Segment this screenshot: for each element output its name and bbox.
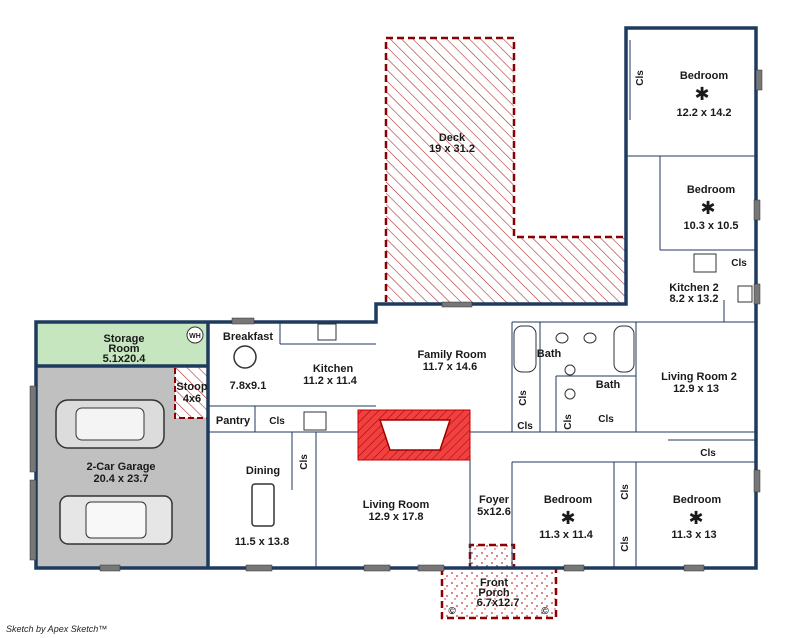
closet-label: Cls (731, 258, 747, 269)
interior-walls (208, 40, 756, 568)
closet-label: Cls (563, 414, 574, 430)
room-name-bath-2: Bath (596, 379, 621, 391)
ceiling-fan-icon: ✱ (560, 508, 575, 528)
room-name-living: Living Room (363, 499, 430, 511)
closet-label: Cls (700, 448, 716, 459)
room-dims-kitchen-2: 8.2 x 13.2 (670, 293, 719, 305)
room-name-front-porch-2: Porch (478, 587, 509, 599)
room-dims-bedroom-1: 12.2 x 14.2 (676, 107, 731, 119)
table-icon (251, 483, 275, 527)
room-dims-dining: 11.5 x 13.8 (235, 536, 289, 548)
closet-label: Cls (598, 414, 614, 425)
sink-icon (317, 323, 337, 341)
room-dims-bedroom-3: 11.3 x 11.4 (539, 529, 594, 541)
room-labels: Deck 19 x 31.2 Bedroom 12.2 x 14.2 Bedro… (86, 70, 738, 609)
room-name-family: Family Room (417, 349, 486, 361)
room-dims-deck: 19 x 31.2 (429, 143, 475, 155)
deck-area (384, 36, 628, 306)
bathtub-icon (513, 325, 537, 373)
room-name-bedroom-2: Bedroom (687, 184, 736, 196)
room-name-foyer: Foyer (479, 494, 510, 506)
ceiling-fan-icon: ✱ (700, 198, 715, 218)
room-name-deck: Deck (439, 132, 466, 144)
room-name-bedroom-1: Bedroom (680, 70, 729, 82)
column-icon: © (541, 606, 549, 617)
car-icon-bottom (59, 495, 173, 545)
room-name-breakfast: Breakfast (223, 331, 273, 343)
room-name-storage: Storage (104, 333, 145, 345)
room-dims-kitchen: 11.2 x 11.4 (303, 375, 358, 387)
sink-icon (737, 285, 753, 303)
closet-label: Cls (518, 390, 529, 406)
water-heater-icon (186, 326, 204, 344)
room-dims-living-2: 12.9 x 13 (673, 383, 719, 395)
room-dims-bedroom-2: 10.3 x 10.5 (683, 220, 738, 232)
room-name-storage-2: Room (108, 343, 139, 355)
room-dims-living: 12.9 x 17.8 (368, 511, 423, 523)
room-dims-storage: 5.1x20.4 (103, 353, 147, 365)
water-heater-label: WH (189, 333, 201, 340)
table-icon (233, 345, 257, 369)
room-name-garage: 2-Car Garage (86, 461, 155, 473)
exterior-wall (34, 26, 758, 570)
credit-text: Sketch by Apex Sketch™ (6, 624, 108, 634)
room-dims-breakfast: 7.8x9.1 (230, 380, 267, 392)
car-icon-top (55, 399, 165, 449)
closet-label: Cls (299, 454, 310, 470)
sink-icon (555, 332, 597, 400)
closet-label: Cls (635, 70, 646, 86)
closet-label: Cls (620, 536, 631, 552)
storage-room-fill (36, 322, 208, 366)
room-dims-bedroom-4: 11.3 x 13 (671, 529, 716, 541)
windows (29, 69, 763, 572)
room-name-living-2: Living Room 2 (661, 371, 737, 383)
room-dims-front-porch: 6.7x12.7 (477, 597, 520, 609)
room-dims-foyer: 5x12.6 (477, 506, 511, 518)
room-name-kitchen: Kitchen (313, 363, 354, 375)
fireplace (357, 409, 471, 461)
closet-labels: Cls Cls Cls Cls Cls Cls Cls Cls Cls Cls … (269, 70, 747, 552)
room-dims-garage: 20.4 x 23.7 (93, 473, 148, 485)
bathtub-icon (613, 325, 635, 373)
closet-label: Cls (517, 421, 533, 432)
room-name-kitchen-2: Kitchen 2 (669, 282, 719, 294)
range-icon (693, 253, 717, 273)
room-name-bedroom-3: Bedroom (544, 494, 593, 506)
ceiling-fan-icon: ✱ (688, 508, 703, 528)
column-icon: © (448, 606, 456, 617)
room-name-bath-1: Bath (537, 348, 562, 360)
room-dims-family: 11.7 x 14.6 (423, 361, 477, 373)
ceiling-fan-icon: ✱ (694, 84, 709, 104)
room-name-dining: Dining (246, 465, 280, 477)
room-name-bedroom-4: Bedroom (673, 494, 722, 506)
room-dims-stoop: 4x6 (183, 393, 201, 405)
closet-label: Cls (620, 484, 631, 500)
closet-label: Cls (269, 416, 285, 427)
range-icon (303, 411, 327, 431)
room-name-pantry: Pantry (216, 415, 251, 427)
stoop-area (174, 365, 209, 419)
room-name-stoop: Stoop (176, 381, 207, 393)
room-name-front-porch: Front (480, 577, 508, 589)
